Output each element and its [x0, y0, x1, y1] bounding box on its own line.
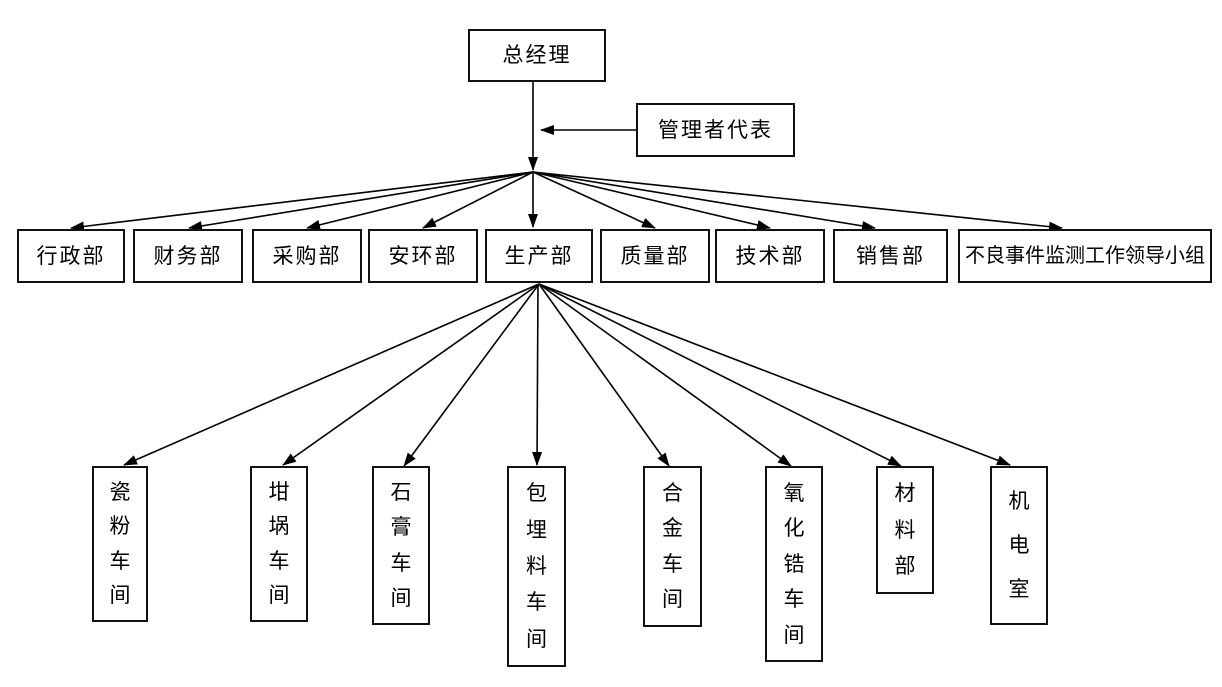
node-workshop-investment-material: 包埋料车间 — [507, 466, 566, 667]
connector-to-dept-technology — [532, 171, 771, 230]
node-dept-sales: 销售部 — [833, 229, 948, 283]
node-management-representative: 管理者代表 — [636, 103, 795, 157]
connector-to-workshop-gypsum — [403, 283, 540, 467]
connector-to-workshop-crucible — [282, 283, 540, 466]
node-workshop-alloy: 合金车间 — [643, 466, 702, 627]
node-dept-admin: 行政部 — [17, 229, 125, 283]
node-dept-finance: 财务部 — [133, 229, 243, 283]
node-workshop-zirconia: 氧化锆车间 — [765, 466, 823, 662]
node-workshop-crucible: 坩埚车间 — [250, 466, 308, 622]
node-materials-dept: 材料部 — [876, 466, 934, 594]
node-workshop-porcelain-powder: 瓷粉车间 — [92, 466, 148, 622]
node-dept-technology: 技术部 — [715, 229, 825, 283]
node-dept-production: 生产部 — [485, 229, 593, 283]
connector-to-dept-purchasing — [306, 171, 534, 230]
connector-to-workshop-investment-material — [532, 283, 543, 466]
connector-to-workshop-alloy — [538, 283, 670, 467]
node-dept-quality: 质量部 — [600, 229, 710, 283]
node-mech-elec-room: 机电室 — [990, 466, 1048, 625]
connector-to-dept-sales — [532, 171, 876, 231]
connector-to-dept-admin — [70, 171, 534, 232]
connector-to-dept-safety-env — [422, 171, 534, 229]
connector-to-dept-finance — [188, 171, 534, 231]
connector-to-adverse-event-group — [532, 171, 1063, 232]
connector-to-mech-elec-room — [538, 283, 1011, 466]
connector-to-workshop-zirconia — [538, 283, 792, 467]
node-adverse-event-monitoring-group: 不良事件监测工作领导小组 — [958, 229, 1212, 283]
node-dept-purchasing: 采购部 — [252, 229, 362, 283]
node-general-manager: 总经理 — [468, 29, 606, 82]
connector-to-materials-dept — [538, 283, 902, 467]
node-dept-safety-env: 安环部 — [368, 229, 478, 283]
node-workshop-gypsum: 石膏车间 — [372, 466, 430, 625]
connector-to-workshop-porcelain-powder — [123, 283, 540, 466]
connector-to-dept-quality — [532, 171, 656, 229]
